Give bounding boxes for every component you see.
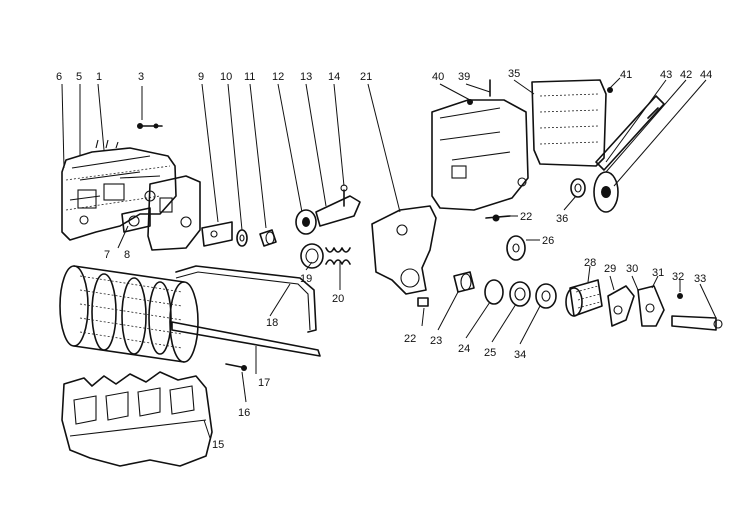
bolt-3 (137, 123, 163, 129)
callout-21: 21 (360, 71, 372, 83)
callout-41: 41 (620, 69, 632, 81)
callout-13: 13 (300, 71, 312, 83)
shaft-17 (171, 321, 321, 357)
callout-44: 44 (700, 69, 712, 81)
callout-8: 8 (124, 249, 130, 261)
callout-22-upper: 22 (520, 211, 532, 223)
upper-housing (431, 79, 529, 211)
callout-25: 25 (484, 347, 496, 359)
callout-14: 14 (328, 71, 340, 83)
callout-42: 42 (680, 69, 692, 81)
base-frame (61, 371, 213, 467)
callout-3: 3 (138, 71, 144, 83)
collar-19 (300, 243, 324, 269)
callout-5: 5 (76, 71, 82, 83)
washer-10 (236, 229, 248, 247)
callout-29: 29 (604, 263, 616, 275)
callout-28: 28 (584, 257, 596, 269)
callout-7: 7 (104, 249, 110, 261)
washer-36 (570, 178, 586, 198)
input-shaft (593, 95, 665, 213)
shift-bracket (121, 207, 151, 233)
gear-12 (295, 209, 317, 235)
bushing-23 (453, 271, 475, 293)
bolt-22-upper (485, 214, 511, 222)
housing-plate (61, 139, 177, 241)
callout-30: 30 (626, 263, 638, 275)
callout-33: 33 (694, 273, 706, 285)
callout-26: 26 (542, 235, 554, 247)
callout-6: 6 (56, 71, 62, 83)
bushing-11 (259, 229, 277, 247)
callout-17: 17 (258, 377, 270, 389)
plate-29-30 (607, 285, 635, 327)
sleeve-28 (565, 279, 603, 317)
callout-40: 40 (432, 71, 444, 83)
callout-18: 18 (266, 317, 278, 329)
callout-9: 9 (198, 71, 204, 83)
side-plate (147, 175, 233, 251)
callout-16: 16 (238, 407, 250, 419)
callout-labels: 6 5 1 3 9 10 11 12 13 14 21 40 39 35 41 … (56, 68, 712, 451)
callout-34: 34 (514, 349, 526, 361)
callout-19: 19 (300, 273, 312, 285)
callout-23: 23 (430, 335, 442, 347)
shift-rod-18 (175, 265, 317, 333)
gear-26 (506, 235, 526, 261)
callout-15: 15 (212, 439, 224, 451)
callout-35: 35 (508, 68, 520, 80)
callout-39: 39 (458, 71, 470, 83)
leader-lines (61, 77, 717, 439)
callout-20: 20 (332, 293, 344, 305)
callout-22-lower: 22 (404, 333, 416, 345)
lever-31 (637, 285, 665, 327)
callout-31: 31 (652, 267, 664, 279)
callout-11: 11 (244, 71, 255, 83)
callout-43: 43 (660, 69, 672, 81)
bolt-16 (225, 363, 247, 371)
callout-12: 12 (272, 71, 284, 83)
callout-32: 32 (672, 271, 684, 283)
bolt-22-lower (417, 297, 429, 307)
callout-10: 10 (220, 71, 232, 83)
callout-36: 36 (556, 213, 568, 225)
spacer-24 (484, 279, 504, 305)
housing-21 (371, 205, 437, 295)
callout-1: 1 (96, 71, 102, 83)
top-cover-41 (531, 79, 613, 167)
washer-34 (535, 283, 557, 309)
pin-33 (671, 315, 723, 331)
washer-25 (509, 281, 531, 307)
nut-32 (677, 293, 683, 299)
lever-13-14 (315, 184, 361, 227)
spring-20 (325, 247, 351, 265)
callout-24: 24 (458, 343, 470, 355)
gear-cluster (59, 265, 199, 363)
